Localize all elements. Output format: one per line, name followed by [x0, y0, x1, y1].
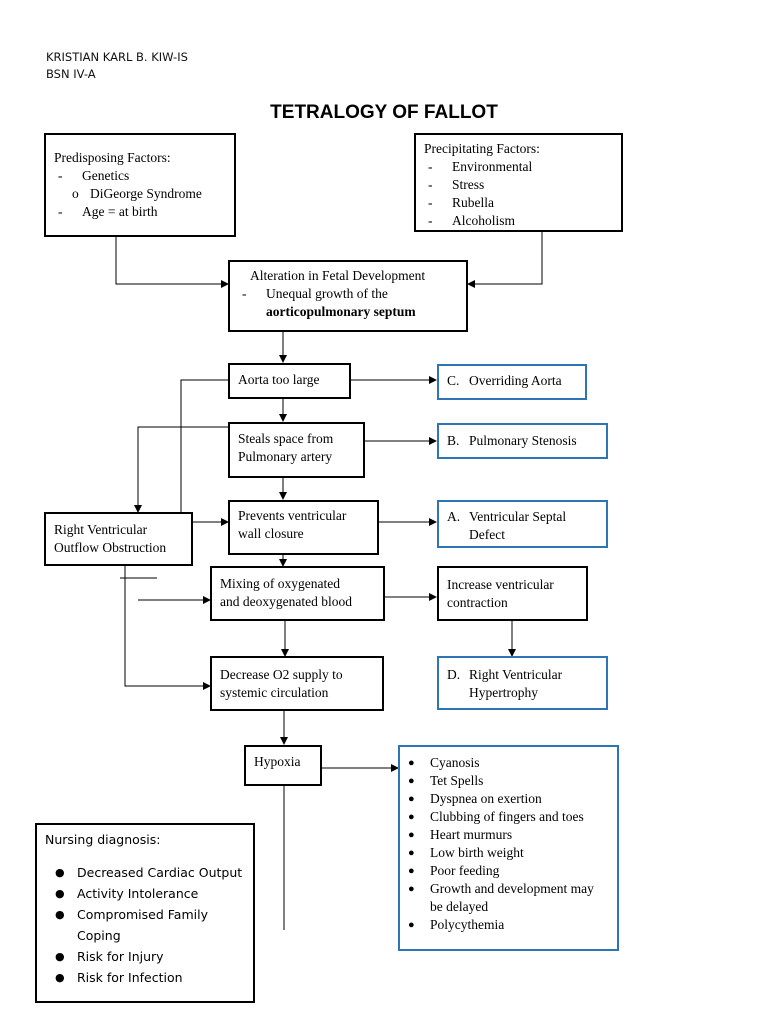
- nursing-diagnosis-heading: Nursing diagnosis:: [45, 832, 161, 847]
- alteration-line3: aorticopulmonary septum: [266, 304, 416, 319]
- vsd-line2: Defect: [469, 527, 505, 542]
- pulmonary-stenosis-label: B.Pulmonary Stenosis: [447, 433, 577, 448]
- vsd-label: A.Ventricular Septal: [447, 509, 567, 524]
- list-item: ●Decreased Cardiac Output: [55, 865, 243, 880]
- increase-line1: Increase ventricular: [447, 577, 554, 592]
- class-section: BSN IV-A: [46, 67, 96, 81]
- overriding-aorta-label: C.Overriding Aorta: [447, 373, 562, 388]
- rvoo-line2: Outflow Obstruction: [54, 540, 167, 555]
- page-title: TETRALOGY OF FALLOT: [270, 102, 498, 123]
- precipitating-item: -Stress: [428, 177, 485, 192]
- list-item: ●Poor feeding: [408, 863, 500, 878]
- list-item: ●Clubbing of fingers and toes: [408, 809, 584, 824]
- nursing-diagnosis-box: Nursing diagnosis: ●Decreased Cardiac Ou…: [35, 823, 255, 1003]
- precipitating-item: -Rubella: [428, 195, 494, 210]
- precipitating-item: -Environmental: [428, 159, 533, 174]
- precipitating-heading: Precipitating Factors:: [424, 141, 540, 156]
- mixing-line2: and deoxygenated blood: [220, 594, 352, 609]
- increase-contraction-box: Increase ventricular contraction: [437, 566, 588, 621]
- prevents-line2: wall closure: [238, 526, 304, 541]
- list-item: ●Polycythemia: [408, 917, 505, 932]
- precipitating-factors-box: Precipitating Factors: -Environmental -S…: [414, 133, 623, 232]
- predisposing-item: -Genetics: [58, 168, 130, 183]
- alteration-item: -Unequal growth of the: [242, 286, 388, 301]
- list-item: ●Risk for Injury: [55, 949, 164, 964]
- list-item: ●Compromised Family Coping: [55, 907, 208, 943]
- list-item: ●Heart murmurs: [408, 827, 513, 842]
- rvoo-line1: Right Ventricular: [54, 522, 148, 537]
- alteration-line1: Alteration in Fetal Development: [250, 268, 426, 283]
- alteration-fetal-development-box: Alteration in Fetal Development -Unequal…: [228, 260, 468, 332]
- list-item: ●Dyspnea on exertion: [408, 791, 542, 806]
- predisposing-item: -Age = at birth: [58, 204, 158, 219]
- right-ventricular-hypertrophy-box: D.Right Ventricular Hypertrophy: [437, 656, 608, 710]
- rv-outflow-obstruction-box: Right Ventricular Outflow Obstruction: [44, 512, 193, 566]
- mixing-line1: Mixing of oxygenated: [220, 576, 340, 591]
- list-item: ●Low birth weight: [408, 845, 524, 860]
- list-item: ●Activity Intolerance: [55, 886, 199, 901]
- decrease-o2-box: Decrease O2 supply to systemic circulati…: [210, 656, 384, 711]
- aorta-too-large-box: Aorta too large: [228, 363, 351, 399]
- author-name: KRISTIAN KARL B. KIW-IS: [46, 50, 188, 64]
- steals-space-box: Steals space from Pulmonary artery: [228, 422, 365, 478]
- decrease-line1: Decrease O2 supply to: [220, 667, 343, 682]
- pulmonary-stenosis-box: B.Pulmonary Stenosis: [437, 423, 608, 459]
- list-item: ●Cyanosis: [408, 755, 480, 770]
- overriding-aorta-box: C.Overriding Aorta: [437, 364, 587, 400]
- hypoxia-text: Hypoxia: [254, 754, 301, 769]
- hypoxia-box: Hypoxia: [244, 745, 322, 786]
- prevents-wall-closure-box: Prevents ventricular wall closure: [228, 500, 379, 555]
- decrease-line2: systemic circulation: [220, 685, 329, 700]
- mixing-blood-box: Mixing of oxygenated and deoxygenated bl…: [210, 566, 385, 621]
- steals-space-line1: Steals space from: [238, 431, 334, 446]
- prevents-line1: Prevents ventricular: [238, 508, 347, 523]
- aorta-too-large-text: Aorta too large: [238, 372, 320, 387]
- list-item: ●Growth and development may be delayed: [408, 881, 594, 914]
- increase-line2: contraction: [447, 595, 508, 610]
- manifestations-list: ●Cyanosis ●Tet Spells ●Dyspnea on exerti…: [408, 754, 609, 934]
- rvh-line2: Hypertrophy: [469, 685, 538, 700]
- precipitating-item: -Alcoholism: [428, 213, 515, 228]
- nursing-diagnosis-list: ●Decreased Cardiac Output ●Activity Into…: [45, 862, 245, 988]
- ventricular-septal-defect-box: A.Ventricular Septal Defect: [437, 500, 608, 548]
- list-item: ●Tet Spells: [408, 773, 484, 788]
- list-item: ●Risk for Infection: [55, 970, 183, 985]
- rvh-label: D.Right Ventricular: [447, 667, 563, 682]
- steals-space-line2: Pulmonary artery: [238, 449, 333, 464]
- predisposing-heading: Predisposing Factors:: [54, 150, 171, 165]
- clinical-manifestations-box: ●Cyanosis ●Tet Spells ●Dyspnea on exerti…: [398, 745, 619, 951]
